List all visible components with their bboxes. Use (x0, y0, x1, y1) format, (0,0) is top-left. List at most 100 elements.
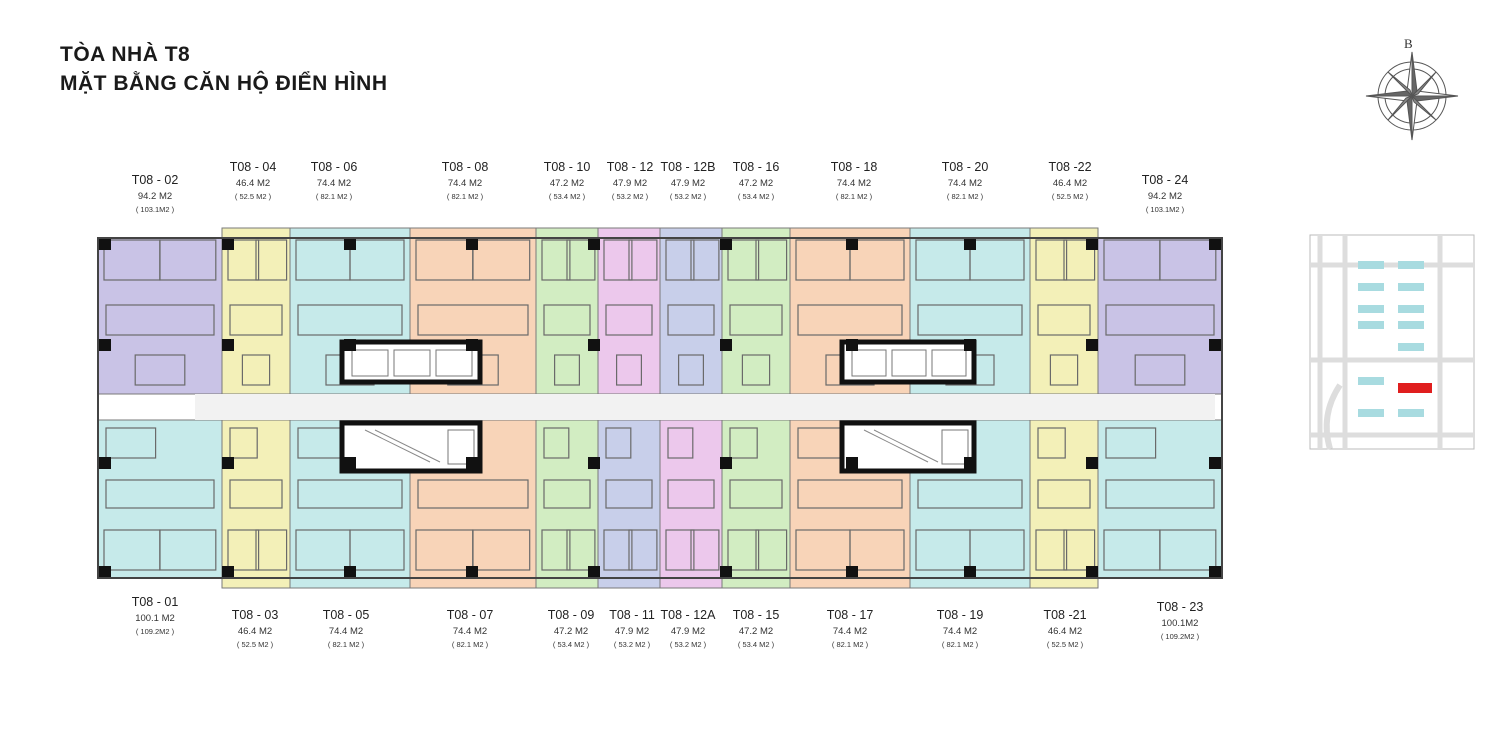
structural-column (466, 566, 478, 578)
unit-code: T08 - 09 (547, 608, 595, 622)
unit-net-area: 47.2 M2 (738, 177, 774, 189)
unit-gross-area: ( 52.5 M2 ) (234, 191, 272, 201)
structural-column (846, 457, 858, 469)
room-outline (349, 239, 405, 281)
room-outline (605, 304, 653, 336)
room-outline (229, 427, 258, 459)
room-outline (615, 354, 642, 386)
room-outline (969, 529, 1025, 571)
room-outline (605, 479, 653, 509)
structural-column (1086, 566, 1098, 578)
unit-net-area: 46.4 M2 (237, 625, 273, 637)
unit-code: T08 - 12A (660, 608, 716, 622)
room-outline (727, 239, 760, 281)
room-outline (543, 479, 591, 509)
room-outline (797, 479, 903, 509)
room-outline (229, 304, 283, 336)
room-outline (755, 239, 788, 281)
unit-gross-area: ( 103.1M2 ) (135, 204, 175, 214)
structural-column (964, 238, 976, 250)
unit-net-area: 74.4 M2 (316, 177, 352, 189)
structural-column (964, 339, 976, 351)
unit-code: T08 - 05 (322, 608, 370, 622)
room-outline (667, 427, 694, 459)
room-outline (1037, 304, 1091, 336)
unit-gross-area: ( 53.2 M2 ) (611, 191, 649, 201)
unit-net-area: 47.9 M2 (614, 625, 650, 637)
room-outline (667, 479, 715, 509)
unit-code: T08 -21 (1043, 608, 1087, 622)
unit-label-top: T08 - 02 94.2 M2 ( 103.1M2 ) (110, 173, 200, 214)
room-outline (1035, 529, 1068, 571)
unit-gross-area: ( 82.1 M2 ) (946, 191, 984, 201)
structural-column (720, 339, 732, 351)
unit-net-area: 94.2 M2 (137, 190, 173, 202)
room-outline (603, 239, 633, 281)
unit-net-area: 47.2 M2 (738, 625, 774, 637)
unit-gross-area: ( 53.4 M2 ) (737, 639, 775, 649)
room-outline (1159, 239, 1217, 281)
room-outline (553, 354, 580, 386)
unit-net-area: 46.4 M2 (1052, 177, 1088, 189)
structural-column (99, 457, 111, 469)
room-outline (603, 529, 633, 571)
room-outline (105, 479, 215, 509)
structural-column (466, 339, 478, 351)
room-outline (1063, 239, 1096, 281)
room-outline (541, 529, 571, 571)
unit-net-area: 74.4 M2 (447, 177, 483, 189)
unit-net-area: 47.9 M2 (670, 625, 706, 637)
structural-column (344, 339, 356, 351)
structural-column (222, 457, 234, 469)
unit-net-area: 74.4 M2 (836, 177, 872, 189)
structural-column (344, 566, 356, 578)
room-outline (417, 479, 529, 509)
unit-code: T08 - 08 (441, 160, 489, 174)
structural-column (846, 339, 858, 351)
room-outline (1037, 427, 1066, 459)
unit-gross-area: ( 52.5 M2 ) (1046, 639, 1084, 649)
unit-gross-area: ( 52.5 M2 ) (1051, 191, 1089, 201)
room-outline (969, 239, 1025, 281)
unit-code: T08 - 12B (660, 160, 716, 174)
room-outline (566, 239, 596, 281)
central-corridor (195, 394, 1215, 420)
room-outline (255, 529, 288, 571)
unit-gross-area: ( 53.4 M2 ) (552, 639, 590, 649)
structural-column (99, 238, 111, 250)
room-outline (1159, 529, 1217, 571)
unit-net-area: 74.4 M2 (832, 625, 868, 637)
unit-code: T08 - 18 (830, 160, 878, 174)
structural-column (99, 339, 111, 351)
room-outline (797, 304, 903, 336)
unit-gross-area: ( 53.2 M2 ) (669, 191, 707, 201)
structural-column (222, 566, 234, 578)
unit-gross-area: ( 82.1 M2 ) (446, 191, 484, 201)
unit-net-area: 74.4 M2 (947, 177, 983, 189)
structural-column (1086, 238, 1098, 250)
room-outline (255, 239, 288, 281)
structural-column (344, 238, 356, 250)
unit-code: T08 -22 (1048, 160, 1092, 174)
unit-net-area: 94.2 M2 (1147, 190, 1183, 202)
room-outline (541, 239, 571, 281)
room-outline (849, 529, 905, 571)
unit-gross-area: ( 52.5 M2 ) (236, 639, 274, 649)
unit-net-area: 74.4 M2 (328, 625, 364, 637)
unit-label-top: T08 -22 46.4 M2 ( 52.5 M2 ) (1025, 160, 1115, 201)
structural-column (1209, 238, 1221, 250)
unit-code: T08 - 02 (131, 173, 179, 187)
room-outline (543, 427, 570, 459)
structural-column (99, 566, 111, 578)
